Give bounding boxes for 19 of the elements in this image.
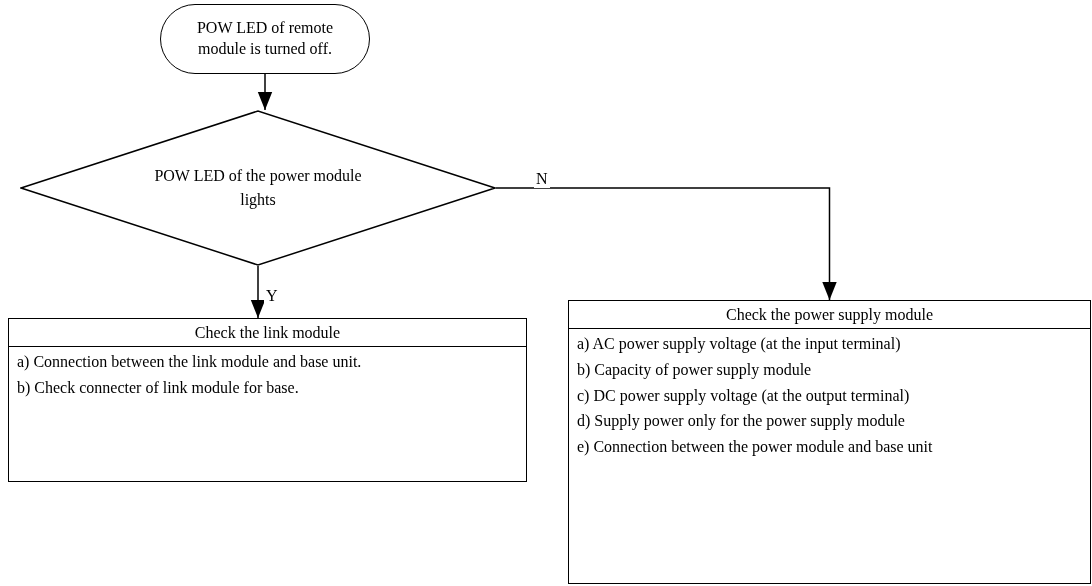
arrow: [250, 265, 266, 319]
decision-diamond: [20, 110, 496, 266]
arrow: [495, 187, 837, 301]
list-item: b) Capacity of power supply module: [576, 359, 813, 381]
list-item: e) Connection between the power module and base unit: [576, 437, 934, 458]
box-heading: Check the link module: [9, 319, 526, 347]
arrow: [257, 73, 273, 111]
list-item: b) Check connecter of link module for base.: [16, 377, 300, 399]
terminal-text: POW LED of remote module is turned off.: [195, 18, 335, 59]
edge-label: Y: [264, 287, 280, 305]
process-box: [8, 318, 527, 482]
process-box: [568, 300, 1091, 584]
decision-text: POW LED of the power module lights: [153, 166, 363, 211]
list-item: a) AC power supply voltage (at the input terminal): [576, 334, 902, 355]
list-item: d) Supply power only for the power supply module: [576, 411, 906, 432]
list-item: c) DC power supply voltage (at the output terminal): [576, 385, 911, 407]
box-heading: Check the power supply module: [569, 301, 1090, 329]
edge-label: N: [534, 170, 550, 188]
list-item: a) Connection between the link module and base unit.: [16, 352, 363, 373]
